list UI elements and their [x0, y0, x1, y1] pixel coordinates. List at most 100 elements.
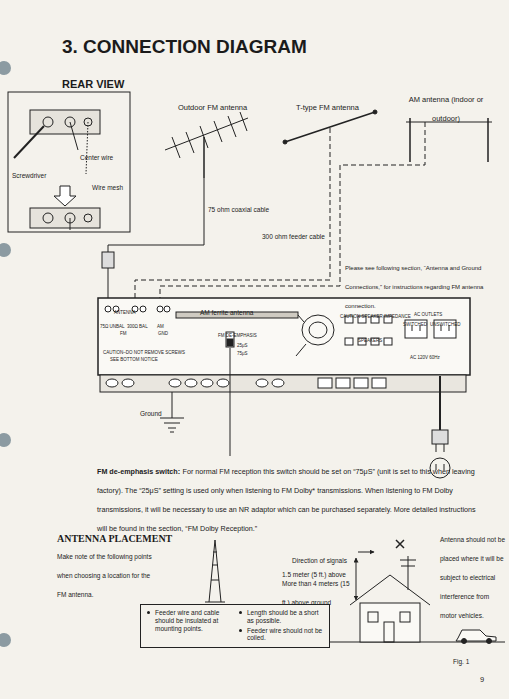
panel-marking: CAUTION SPEAKER IMPEDANCE [340, 304, 411, 323]
tower-icon [205, 540, 225, 602]
panel-marking: SWITCHED [403, 322, 427, 327]
part-label: Screwdriver [12, 172, 46, 179]
panel-marking: AC 120V 60Hz [410, 345, 440, 364]
part-label: AM ferrite antenna [200, 309, 253, 316]
leader-line [230, 348, 231, 456]
part-label: Wire mesh [92, 176, 123, 195]
panel-marking: GND [158, 321, 168, 340]
section-heading: ANTENNA PLACEMENT [57, 533, 172, 544]
note-text: Please see following section, “Antenna a… [345, 256, 503, 313]
bullet-item: Length should be a short as possible. [239, 609, 323, 625]
bullet-dot [239, 629, 242, 632]
callout-label: Direction of signals [292, 549, 347, 568]
panel-marking: SEE BOTTOM NOTICE [110, 347, 158, 366]
panel-marking: UNSWITCHED [430, 322, 461, 327]
note-text: Antenna should not be placed where it wi… [440, 536, 505, 619]
dimension-label: 1.5 meter (5 ft.) above [282, 571, 346, 578]
note-text: Feeder wire should not be coiled. [247, 627, 322, 642]
panel-marking: AC OUTLETS [414, 302, 442, 321]
callout-label: Direction of signals [292, 557, 347, 564]
feeder-cable [135, 128, 330, 306]
part-label: Center wire [80, 146, 113, 165]
part-label: AM antenna (indoor or outdoor) [402, 88, 490, 126]
panel-marking: 75Ω UNBAL [100, 314, 125, 333]
panel-marking: 75μS [237, 351, 248, 356]
part-label: T-type FM antenna [296, 103, 359, 112]
note-text: Make note of the following points when c… [57, 553, 152, 598]
part-label: Outdoor FM antenna [178, 96, 247, 115]
panel-marking: FM DE-EMPHASIS [218, 323, 257, 342]
note-text: For normal FM reception this switch shou… [97, 467, 476, 533]
part-label: AM ferrite antenna [200, 301, 253, 320]
text-column: Length should be a short as possible. Fee… [239, 609, 323, 643]
part-label: Wire mesh [92, 184, 123, 191]
panel-marking: GND [158, 331, 168, 336]
panel-marking: FM [120, 331, 127, 336]
part-label: Center wire [80, 154, 113, 161]
note-text: Make note of the following points when c… [57, 545, 157, 602]
bullet-item: Feeder wire should not be coiled. [239, 627, 323, 643]
rear-panel [98, 298, 470, 392]
panel-marking: AM [157, 324, 164, 329]
ground-symbol [160, 392, 184, 432]
part-label: Ground [140, 410, 162, 417]
panel-marking: CAUTION–DO NOT REMOVE SCREWS [103, 350, 185, 355]
cable-label: 300 ohm feeder cable [262, 225, 325, 244]
note-box: Feeder wire and cable should be insulate… [140, 604, 330, 648]
part-label: Outdoor FM antenna [178, 103, 247, 112]
am-antenna [160, 118, 492, 306]
section-heading: ANTENNA PLACEMENT [57, 528, 172, 547]
panel-marking: FM DE-EMPHASIS [218, 333, 257, 338]
page-title: 3. CONNECTION DIAGRAM [62, 36, 307, 58]
note-text: Length should be a short as possible. [247, 609, 319, 624]
panel-marking: 75Ω UNBAL [100, 324, 125, 329]
bullet-dot [147, 611, 150, 614]
panel-marking: 25μS [237, 333, 248, 352]
binder-hole [0, 61, 11, 647]
dimension-label: More than 4 meters (15 ft.) above ground [282, 580, 350, 606]
panel-marking: SEE BOTTOM NOTICE [110, 357, 158, 362]
section-subtitle: REAR VIEW [62, 78, 124, 90]
panel-marking: SPEAKERS [358, 328, 382, 347]
bullet-item: Feeder wire and cable should be insulate… [147, 609, 231, 632]
cable-label: 300 ohm feeder cable [262, 233, 325, 240]
bullet-dot [239, 611, 242, 614]
part-label: T-type FM antenna [296, 96, 359, 115]
part-label: Screwdriver [12, 164, 46, 183]
figure-number: Fig. 1 [453, 650, 469, 669]
panel-marking: 25μS [237, 343, 248, 348]
panel-marking: 75μS [237, 341, 248, 360]
part-label: Ground [140, 402, 162, 421]
panel-marking: AM [157, 314, 164, 333]
cable-label: 75 ohm coaxial cable [208, 206, 269, 213]
text-column: Feeder wire and cable should be insulate… [147, 609, 231, 643]
inset-box [8, 92, 130, 232]
note-text: Antenna should not be placed where it wi… [440, 528, 506, 622]
panel-marking: ANTENNA [114, 310, 136, 315]
page-number: 9 [480, 668, 484, 687]
panel-marking: CAUTION–DO NOT REMOVE SCREWS [103, 340, 185, 359]
note-heading: FM de-emphasis switch: [97, 467, 180, 476]
panel-marking: AC 120V 60Hz [410, 355, 440, 360]
note-heading: FM de-emphasis switch:For normal FM rece… [97, 460, 477, 536]
panel-marking: FM [120, 321, 127, 340]
panel-marking: SWITCHED [403, 312, 427, 331]
panel-marking: 300Ω BAL [127, 324, 148, 329]
panel-marking: 300Ω BAL [127, 314, 148, 333]
panel-marking: CAUTION SPEAKER IMPEDANCE [340, 314, 411, 319]
note-text: Please see following section, “Antenna a… [345, 265, 483, 309]
section-subtitle: REAR VIEW [62, 74, 124, 93]
terminal-detail [14, 110, 100, 230]
dimension-label: 1.5 meter (5 ft.) above [282, 563, 346, 582]
cable-label: 75 ohm coaxial cable [208, 198, 269, 217]
panel-marking: ANTENNA [114, 300, 136, 319]
power-plug [430, 376, 450, 478]
cable-plug [102, 252, 114, 268]
figure-number: Fig. 1 [453, 658, 469, 665]
panel-marking: AC OUTLETS [414, 312, 442, 317]
panel-marking: UNSWITCHED [430, 312, 461, 331]
yagi-antenna [165, 112, 248, 178]
panel-marking: SPEAKERS [358, 338, 382, 343]
part-label: AM antenna (indoor or outdoor) [409, 95, 484, 123]
note-text: Feeder wire and cable should be insulate… [155, 609, 219, 632]
